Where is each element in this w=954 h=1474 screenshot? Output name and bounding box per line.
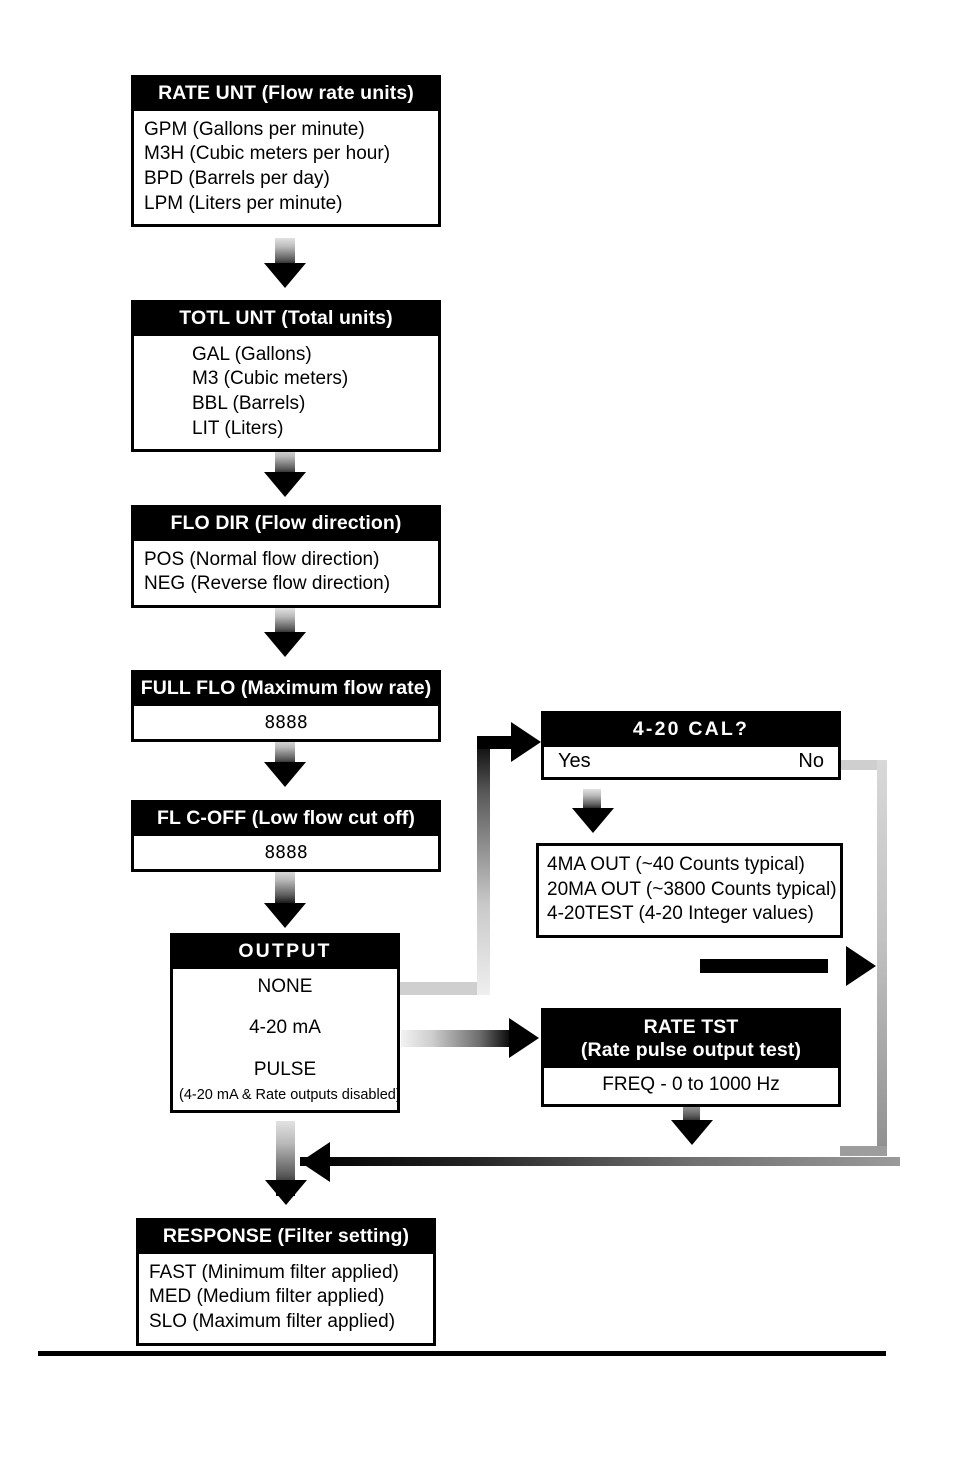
connector-cal-yes-to-detail-arrowhead [572, 808, 614, 833]
output-pulse-note: (4-20 mA & Rate outputs disabled) [179, 1086, 401, 1103]
connector-totl-unt-to-flo-dir-arrowhead [264, 472, 306, 497]
node-output-header: OUTPUT [173, 936, 397, 969]
output-option-4-20ma[interactable]: 4-20 mA [249, 1017, 321, 1039]
node-4-20-cal-header: 4-20 CAL? [544, 714, 838, 747]
connector-return-to-response-arrowhead [300, 1142, 330, 1182]
node-response-body: FAST (Minimum filter applied) MED (Mediu… [139, 1254, 433, 1343]
footer-rule [38, 1351, 886, 1356]
connector-rate-unt-to-totl-unt-shaft [275, 238, 295, 268]
connector-cal-detail-return-arrowhead [846, 946, 876, 986]
connector-output-420-stub [400, 982, 490, 995]
connector-rate-tst-to-return-arrowhead [671, 1120, 713, 1145]
node-rate-tst-header: RATE TST (Rate pulse output test) [544, 1011, 838, 1068]
node-4-20-cal-detail: 4MA OUT (~40 Counts typical) 20MA OUT (~… [536, 843, 843, 939]
node-full-flo: FULL FLO (Maximum flow rate) 8888 [131, 670, 441, 742]
connector-output-to-response-shaft [276, 1121, 295, 1196]
connector-cal-no-top [838, 760, 887, 770]
connector-fl-coff-to-output-arrowhead [264, 903, 306, 928]
list-item: POS (Normal flow direction) [144, 548, 380, 570]
output-option-pulse[interactable]: PULSE [253, 1058, 317, 1080]
node-rate-unt: RATE UNT (Flow rate units) GPM (Gallons … [131, 75, 441, 228]
node-rate-tst: RATE TST (Rate pulse output test) FREQ -… [541, 1008, 841, 1107]
node-rate-unt-header: RATE UNT (Flow rate units) [134, 78, 438, 111]
list-item: FAST (Minimum filter applied) [149, 1261, 399, 1283]
connector-cal-no-bottom [840, 1146, 887, 1156]
node-fl-coff-value: 8888 [264, 841, 308, 863]
node-rate-tst-body: FREQ - 0 to 1000 Hz [544, 1068, 838, 1104]
cal-no-option[interactable]: No [798, 749, 824, 772]
connector-output-pulse-to-rate-tst-arrowhead [509, 1018, 539, 1058]
node-rate-unt-body: GPM (Gallons per minute) M3H (Cubic mete… [134, 111, 438, 225]
node-flo-dir: FLO DIR (Flow direction) POS (Normal flo… [131, 505, 441, 608]
output-option-none[interactable]: NONE [257, 975, 313, 997]
list-item: GPM (Gallons per minute) [144, 118, 365, 140]
list-item: M3 (Cubic meters) [192, 368, 349, 390]
connector-cal-no-riser [877, 760, 887, 1156]
node-4-20-cal-body: Yes No [544, 747, 838, 777]
node-totl-unt-header: TOTL UNT (Total units) [134, 303, 438, 336]
cal-yes-option[interactable]: Yes [558, 749, 591, 772]
list-item: GAL (Gallons) [192, 343, 312, 365]
connector-flo-dir-to-full-flo-shaft [275, 608, 295, 637]
connector-output-420-arrowhead [511, 722, 541, 762]
node-response: RESPONSE (Filter setting) FAST (Minimum … [136, 1218, 436, 1346]
list-item: 20MA OUT (~3800 Counts typical) [547, 878, 837, 900]
connector-cal-detail-return-shaft [700, 959, 828, 973]
list-item: 4-20TEST (4-20 Integer values) [547, 903, 814, 925]
list-item: NEG (Reverse flow direction) [144, 573, 391, 595]
connector-fl-coff-to-output-shaft [275, 869, 295, 906]
node-fl-coff: FL C-OFF (Low flow cut off) 8888 [131, 800, 441, 872]
node-output-body: NONE 4-20 mA PULSE (4-20 mA & Rate outpu… [173, 969, 401, 1111]
list-item: 4MA OUT (~40 Counts typical) [547, 854, 805, 875]
connector-cal-yes-to-detail-shaft [583, 789, 601, 811]
connector-flo-dir-to-full-flo-arrowhead [264, 632, 306, 657]
connector-totl-unt-to-flo-dir-shaft [275, 448, 295, 477]
list-item: MED (Medium filter applied) [149, 1286, 385, 1308]
node-response-header: RESPONSE (Filter setting) [139, 1221, 433, 1254]
connector-output-to-response-arrowhead [265, 1180, 307, 1205]
node-fl-coff-body: 8888 [134, 836, 438, 869]
connector-full-flo-to-fl-coff-arrowhead [264, 762, 306, 787]
list-item: M3H (Cubic meters per hour) [144, 143, 391, 165]
node-rate-tst-value: FREQ - 0 to 1000 Hz [602, 1074, 780, 1095]
node-flo-dir-body: POS (Normal flow direction) NEG (Reverse… [134, 541, 438, 605]
connector-full-flo-to-fl-coff-shaft [275, 739, 295, 767]
node-rate-tst-header-line2: (Rate pulse output test) [580, 1039, 802, 1061]
connector-output-pulse-to-rate-tst-shaft [401, 1030, 513, 1047]
node-fl-coff-header: FL C-OFF (Low flow cut off) [134, 803, 438, 836]
node-full-flo-header: FULL FLO (Maximum flow rate) [134, 673, 438, 706]
list-item: SLO (Maximum filter applied) [149, 1310, 396, 1332]
connector-output-420-riser [477, 736, 490, 995]
node-rate-tst-header-line1: RATE TST [643, 1016, 739, 1038]
list-item: LPM (Liters per minute) [144, 192, 343, 214]
node-4-20-cal-detail-body: 4MA OUT (~40 Counts typical) 20MA OUT (~… [539, 846, 840, 935]
node-4-20-cal: 4-20 CAL? Yes No [541, 711, 841, 780]
node-totl-unt-body: GAL (Gallons) M3 (Cubic meters) BBL (Bar… [134, 336, 438, 450]
node-full-flo-body: 8888 [134, 706, 438, 739]
node-output: OUTPUT NONE 4-20 mA PULSE (4-20 mA & Rat… [170, 933, 401, 1114]
node-flo-dir-header: FLO DIR (Flow direction) [134, 508, 438, 541]
list-item: LIT (Liters) [192, 417, 284, 439]
connector-output-420-top [477, 736, 521, 749]
connector-rate-unt-to-totl-unt-arrowhead [264, 263, 306, 288]
node-totl-unt: TOTL UNT (Total units) GAL (Gallons) M3 … [131, 300, 441, 453]
list-item: BBL (Barrels) [192, 392, 306, 414]
list-item: BPD (Barrels per day) [144, 167, 330, 189]
connector-return-to-response-shaft [300, 1157, 900, 1166]
node-full-flo-value: 8888 [264, 711, 308, 733]
